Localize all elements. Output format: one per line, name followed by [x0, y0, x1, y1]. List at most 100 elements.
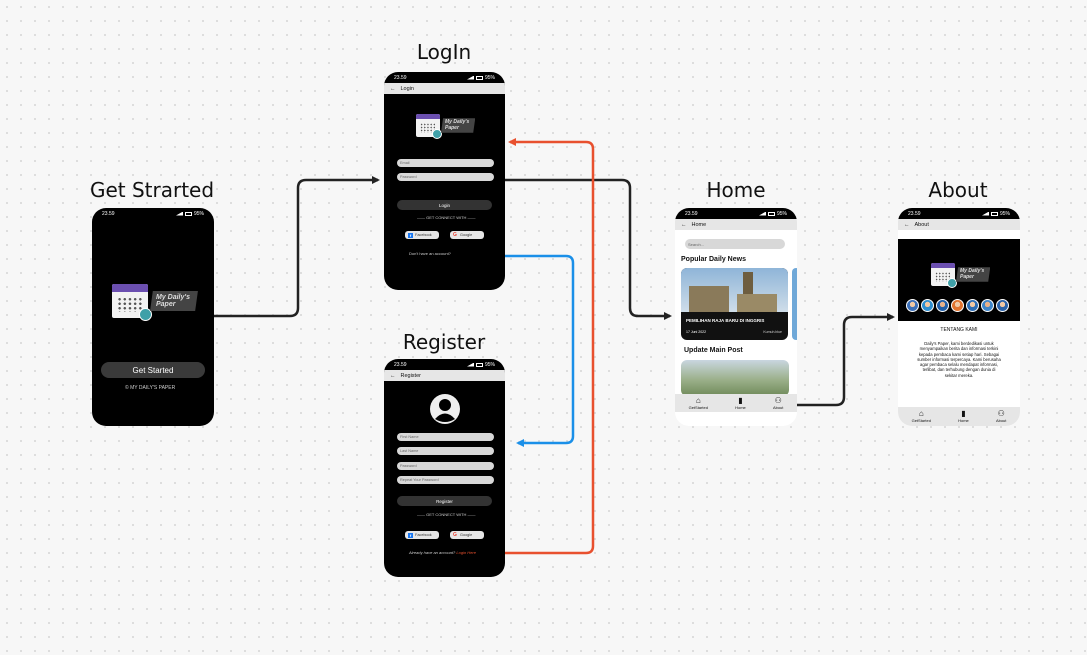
facebook-icon: f	[408, 232, 413, 238]
nav-getstarted[interactable]: ⌂GetStarted	[911, 409, 931, 424]
news-card[interactable]: PEMILIHAN RAJA BARU DI INGGRIS 17 Juni 2…	[681, 268, 788, 340]
about-appbar: ←About	[898, 219, 1020, 230]
news-date: 17 Juni 2022	[686, 330, 707, 334]
main-post-image[interactable]	[681, 360, 789, 396]
google-icon: G	[453, 231, 457, 238]
back-arrow-icon[interactable]: ←	[681, 221, 687, 228]
repeat-password-field[interactable]: Repeat Your Password	[397, 476, 494, 484]
avatar	[936, 299, 949, 312]
bottom-navbar: ⌂GetStarted ▮Home ⚇About	[675, 394, 797, 412]
nav-home[interactable]: ▮Home	[958, 409, 969, 424]
news-source: Kumuh.blue	[763, 330, 782, 334]
about-title: About	[928, 178, 988, 202]
avatar	[951, 299, 964, 312]
get-started-button[interactable]: Get Started	[101, 362, 205, 378]
facebook-icon: f	[408, 532, 413, 538]
battery-icon	[475, 75, 483, 80]
first-name-field[interactable]: First Name	[397, 433, 494, 441]
avatar	[996, 299, 1009, 312]
back-arrow-icon[interactable]: ←	[390, 85, 396, 92]
popular-heading: Popular Daily News	[681, 256, 746, 263]
news-image	[681, 268, 788, 312]
avatar	[966, 299, 979, 312]
arrow-getstarted-to-login	[214, 176, 380, 318]
login-here-link[interactable]: Login Here	[456, 550, 476, 555]
calendar-icon	[112, 284, 152, 322]
avatar-icon[interactable]	[430, 394, 460, 424]
nav-home[interactable]: ▮Home	[735, 395, 746, 410]
connect-divider: —— GET CONNECT WITH ——	[417, 512, 476, 517]
register-appbar: ←Register	[384, 370, 505, 381]
back-arrow-icon[interactable]: ←	[390, 372, 396, 379]
home-icon: ⌂	[695, 395, 701, 405]
battery-icon	[475, 362, 483, 367]
connect-divider: —— GET CONNECT WITH ——	[417, 215, 476, 220]
register-title: Register	[402, 330, 486, 354]
next-news-card[interactable]	[792, 268, 797, 340]
battery-icon	[990, 211, 998, 216]
signal-icon	[466, 362, 474, 367]
team-avatars	[906, 299, 1009, 312]
have-account-text: Already have an account? Login Here	[409, 550, 476, 555]
update-heading: Update Main Post	[684, 347, 743, 354]
home-appbar: ←Home	[675, 219, 797, 230]
arrow-login-to-home	[494, 178, 672, 320]
arrow-home-to-about	[790, 313, 895, 407]
calendar-icon	[416, 114, 443, 140]
password-field[interactable]: Password	[397, 173, 494, 181]
people-icon: ⚇	[997, 409, 1005, 418]
google-icon: G	[453, 531, 457, 538]
login-appbar: ←Login	[384, 83, 505, 94]
copyright-text: © MY DAILY'S PAPER	[125, 385, 176, 391]
avatar	[921, 299, 934, 312]
home-icon: ⌂	[918, 409, 924, 418]
calendar-icon	[931, 263, 958, 289]
signal-icon	[981, 211, 989, 216]
bottom-navbar: ⌂GetStarted ▮Home ⚇About	[898, 407, 1020, 426]
nav-about[interactable]: ⚇About	[772, 395, 784, 410]
about-body: Daily's Paper, kami berdedikasi untuk me…	[917, 341, 1001, 378]
news-headline: PEMILIHAN RAJA BARU DI INGGRIS	[686, 318, 765, 323]
signal-icon	[175, 211, 183, 216]
battery-icon	[184, 211, 192, 216]
back-arrow-icon[interactable]: ←	[904, 221, 910, 228]
register-button[interactable]: Register	[397, 496, 492, 506]
login-button[interactable]: Login	[397, 200, 492, 210]
nav-getstarted[interactable]: ⌂GetStarted	[688, 395, 708, 410]
password-field[interactable]: Password	[397, 462, 494, 470]
login-title: LogIn	[416, 40, 472, 64]
last-name-field[interactable]: Last Name	[397, 447, 494, 455]
people-icon: ⚇	[774, 395, 782, 405]
no-account-text: Don't have an account?	[409, 251, 451, 256]
signal-icon	[758, 211, 766, 216]
nav-about[interactable]: ⚇About	[995, 409, 1007, 424]
email-field[interactable]: Email	[397, 159, 494, 167]
avatar	[981, 299, 994, 312]
arrow-login-to-register	[488, 254, 575, 447]
search-input[interactable]: Search...	[685, 239, 785, 249]
battery-icon	[767, 211, 775, 216]
avatar	[906, 299, 919, 312]
about-section-title: TENTANG KAMI	[940, 327, 978, 333]
book-icon: ▮	[738, 395, 743, 405]
